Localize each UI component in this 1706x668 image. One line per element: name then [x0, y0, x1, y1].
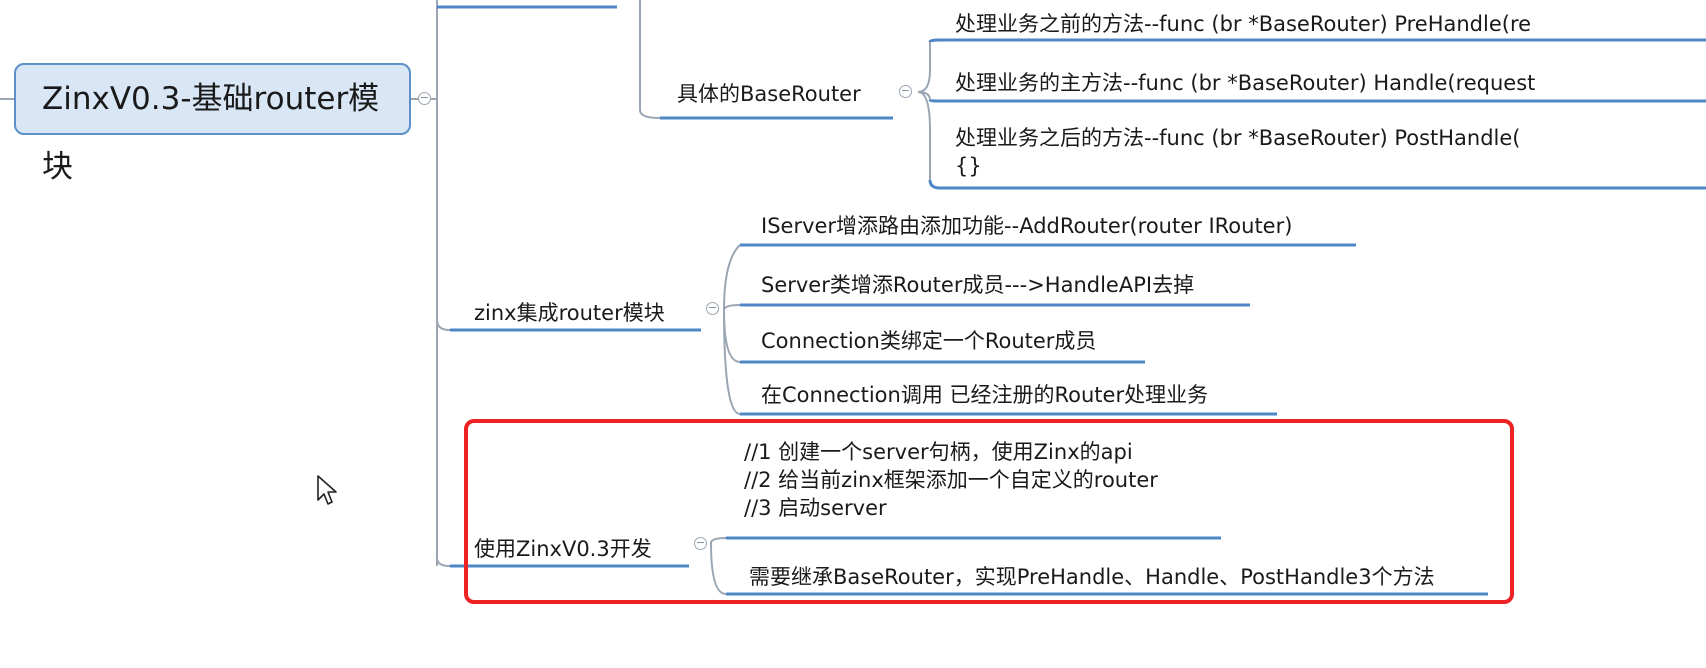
- root-topic-label: ZinxV0.3-基础router模块: [42, 81, 380, 185]
- subtopic-handle-label: 处理业务的主方法--func (br *BaseRouter) Handle(r…: [955, 71, 1536, 95]
- subtopic-addrouter-label: IServer增添路由添加功能--AddRouter(router IRoute…: [761, 214, 1293, 238]
- topic-dev[interactable]: 使用ZinxV0.3开发: [474, 533, 652, 563]
- subtopic-posthandle-body: {}: [955, 154, 982, 178]
- dev-step-3: //3 启动server: [744, 496, 887, 520]
- root-topic[interactable]: ZinxV0.3-基础router模块: [14, 63, 411, 185]
- root-collapse-icon[interactable]: −: [418, 91, 431, 105]
- subtopic-server-router[interactable]: Server类增添Router成员--->HandleAPI去掉: [761, 269, 1194, 299]
- subtopic-connection-router[interactable]: Connection类绑定一个Router成员: [761, 325, 1096, 355]
- base-router-collapse-icon[interactable]: −: [899, 84, 912, 98]
- zinx-router-collapse-icon[interactable]: −: [706, 301, 719, 315]
- dev-step-1: //1 创建一个server句柄，使用Zinx的api: [744, 440, 1133, 464]
- subtopic-addrouter[interactable]: IServer增添路由添加功能--AddRouter(router IRoute…: [761, 210, 1292, 240]
- subtopic-server-router-label: Server类增添Router成员--->HandleAPI去掉: [761, 273, 1195, 297]
- topic-base-router-label: 具体的BaseRouter: [677, 82, 861, 106]
- subtopic-handle[interactable]: 处理业务的主方法--func (br *BaseRouter) Handle(r…: [955, 67, 1535, 97]
- topic-dev-label: 使用ZinxV0.3开发: [474, 537, 652, 561]
- highlight-box: [464, 419, 1514, 604]
- subtopic-connection-router-label: Connection类绑定一个Router成员: [761, 329, 1097, 353]
- subtopic-posthandle[interactable]: 处理业务之后的方法--func (br *BaseRouter) PostHan…: [955, 124, 1521, 180]
- mouse-pointer-icon: [317, 475, 337, 505]
- subtopic-connection-call-label: 在Connection调用 已经注册的Router处理业务: [761, 383, 1209, 407]
- subtopic-dev-steps[interactable]: //1 创建一个server句柄，使用Zinx的api //2 给当前zinx框…: [744, 438, 1158, 522]
- topic-base-router[interactable]: 具体的BaseRouter: [677, 78, 861, 108]
- topic-zinx-router[interactable]: zinx集成router模块: [474, 297, 665, 327]
- dev-collapse-icon[interactable]: −: [694, 536, 707, 550]
- topic-zinx-router-label: zinx集成router模块: [474, 301, 665, 325]
- subtopic-dev-inherit-label: 需要继承BaseRouter，实现PreHandle、Handle、PostHa…: [749, 565, 1435, 589]
- dev-step-2: //2 给当前zinx框架添加一个自定义的router: [744, 468, 1158, 492]
- subtopic-dev-inherit[interactable]: 需要继承BaseRouter，实现PreHandle、Handle、PostHa…: [749, 561, 1435, 591]
- subtopic-prehandle[interactable]: 处理业务之前的方法--func (br *BaseRouter) PreHand…: [955, 8, 1531, 38]
- subtopic-posthandle-label: 处理业务之后的方法--func (br *BaseRouter) PostHan…: [955, 126, 1521, 150]
- subtopic-connection-call[interactable]: 在Connection调用 已经注册的Router处理业务: [761, 379, 1208, 409]
- subtopic-prehandle-label: 处理业务之前的方法--func (br *BaseRouter) PreHand…: [955, 12, 1532, 36]
